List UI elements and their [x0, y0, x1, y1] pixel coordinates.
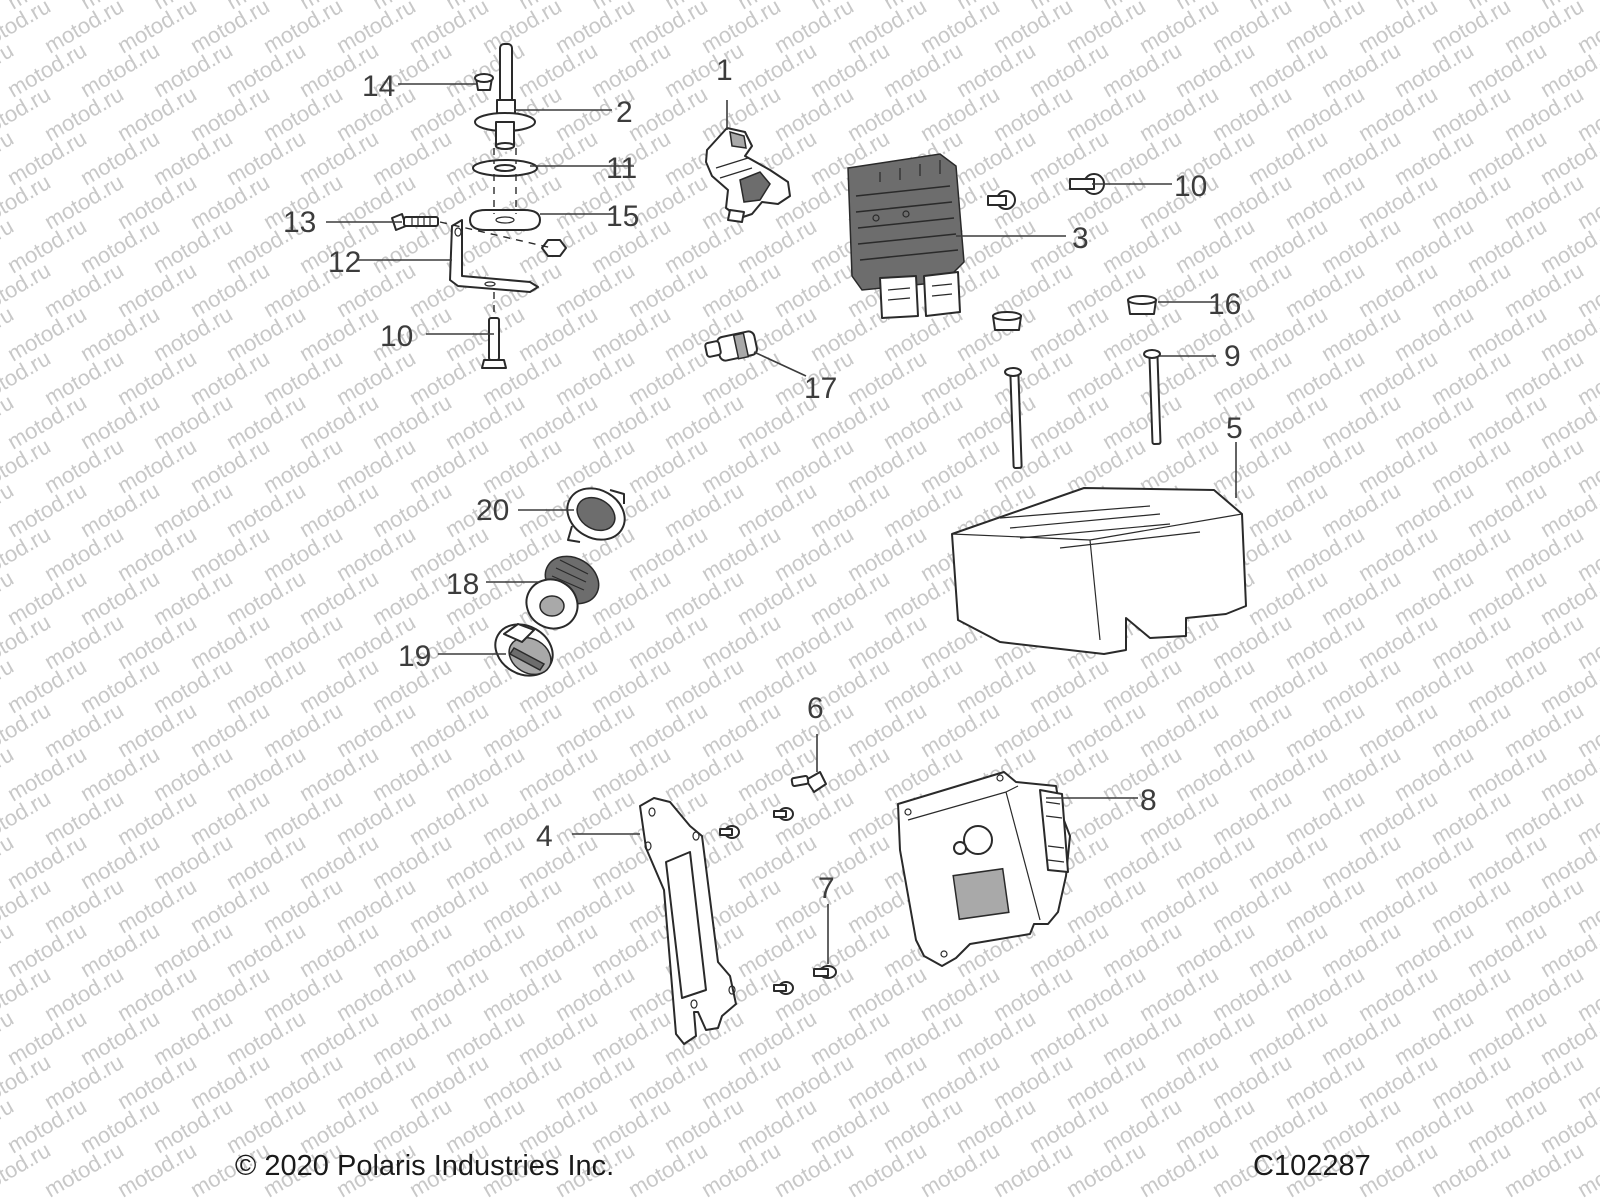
- part-13-bolt: [391, 213, 439, 231]
- part-20-ring-nut: [566, 487, 626, 543]
- part-5-cover: [951, 487, 1247, 655]
- callout-17: 17: [804, 372, 837, 405]
- part-14-cap: [474, 73, 494, 91]
- part-10-bolt-left: [481, 317, 507, 369]
- callout-labels: 1 2 3 4 5 6 7 8 9 10 10 11 12 13 14 15 1…: [283, 54, 1243, 905]
- part-10-bolt-left-of-3: [987, 190, 1016, 210]
- part-2-shaft: [474, 43, 536, 150]
- callout-11: 11: [606, 152, 637, 185]
- callout-4: 4: [536, 820, 553, 853]
- leader-lines: [326, 83, 1237, 964]
- assembly-axis-lines: [439, 148, 553, 318]
- part-3-regulator: [847, 153, 965, 319]
- callout-2: 2: [616, 96, 633, 129]
- callout-16: 16: [1208, 288, 1241, 321]
- part-19-cap: [494, 623, 554, 677]
- part-7-screw: [813, 965, 837, 979]
- nut: [541, 239, 567, 257]
- part-16-grommet-left: [992, 311, 1022, 331]
- copyright-text: © 2020 Polaris Industries Inc.: [235, 1150, 615, 1182]
- callout-14: 14: [362, 70, 395, 103]
- part-15-gasket: [469, 209, 541, 231]
- callout-15: 15: [606, 200, 639, 233]
- part-9-long-bolts: [1004, 349, 1162, 470]
- plate-screws: [719, 807, 794, 995]
- callout-10-right: 10: [1174, 170, 1207, 203]
- part-1-connector: [705, 127, 791, 223]
- part-16-grommet-right: [1127, 295, 1157, 315]
- callout-7: 7: [818, 872, 835, 905]
- callout-9: 9: [1224, 340, 1241, 373]
- callout-13: 13: [283, 206, 316, 239]
- part-12-bracket: [449, 219, 539, 293]
- callout-5: 5: [1226, 412, 1243, 445]
- part-8-ecu: [897, 771, 1071, 967]
- callout-19: 19: [398, 640, 431, 673]
- part-18-socket: [525, 555, 600, 630]
- part-11-washer: [472, 159, 538, 177]
- part-6-screw: [790, 771, 827, 793]
- callout-20: 20: [476, 494, 509, 527]
- callout-8: 8: [1140, 784, 1157, 817]
- callout-18: 18: [446, 568, 479, 601]
- part-17-sensor: [704, 330, 758, 362]
- diagram-id: C102287: [1253, 1150, 1371, 1182]
- callout-1: 1: [716, 54, 733, 87]
- callout-10-left: 10: [380, 320, 413, 353]
- callout-12: 12: [328, 246, 361, 279]
- callout-3: 3: [1072, 222, 1089, 255]
- callout-6: 6: [807, 692, 824, 725]
- part-4-plate: [639, 797, 737, 1045]
